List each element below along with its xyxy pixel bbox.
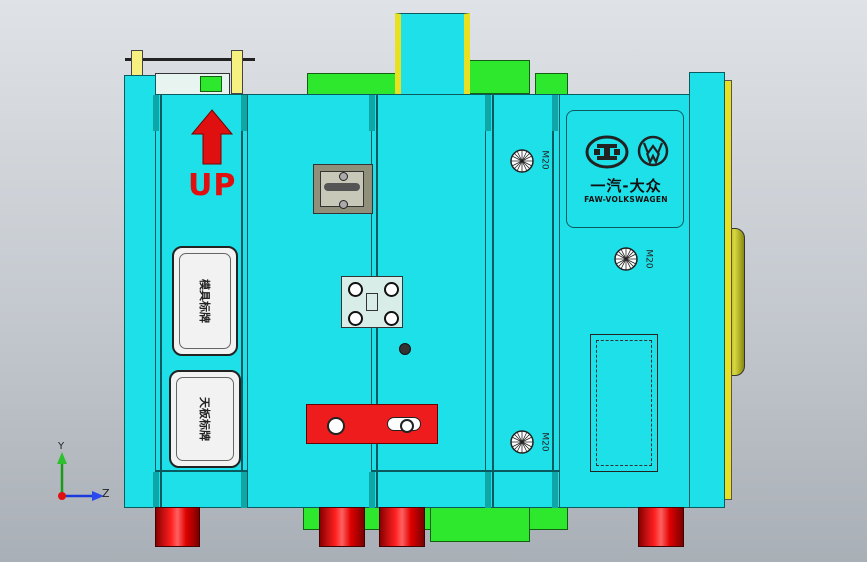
lifting-hole-icon [614, 247, 638, 271]
right-edge-strip [724, 80, 732, 500]
m20-label-b: M20 [643, 249, 654, 269]
interlock-block [341, 276, 403, 328]
guide-strip-1 [153, 95, 159, 131]
green-top-tab [535, 73, 568, 95]
lifting-hole-icon [510, 430, 534, 454]
sprue-block [395, 13, 470, 95]
faw-logo-icon [585, 135, 629, 169]
inner-line-1 [160, 94, 162, 508]
guide-strip-9 [485, 472, 491, 508]
ejector-cover-dashed [596, 340, 652, 466]
vw-logo-icon [637, 135, 669, 167]
grey-lock-block [313, 164, 373, 214]
screw-icon [399, 343, 411, 355]
clamp-plate-right [689, 72, 725, 508]
inner-hline-bottom [371, 470, 560, 472]
brand-plate: 一汽-大众 FAW-VOLKSWAGEN [566, 110, 684, 228]
guide-strip-10 [552, 472, 558, 508]
guide-strip-3 [369, 95, 375, 131]
axis-y-label: Y [58, 441, 65, 452]
cylinder-3 [379, 507, 425, 547]
mold-nameplate-text: 模具标牌 [198, 279, 211, 323]
axis-z-label: Z [102, 487, 110, 500]
m20-label-a: M20 [539, 150, 550, 170]
green-bottom-block-inner [430, 506, 530, 542]
inner-hline-top [155, 470, 248, 472]
top-rod [125, 58, 255, 61]
mold-nameplate: 模具标牌 [172, 246, 238, 356]
cylinder-2 [319, 507, 365, 547]
axis-triad-icon [57, 452, 104, 501]
inner-line-2 [241, 94, 243, 508]
lifting-hole-icon [510, 149, 534, 173]
grey-lock-slot [324, 183, 360, 191]
guide-strip-4 [485, 95, 491, 131]
guide-strip-2 [241, 95, 247, 131]
cylinder-1 [155, 507, 200, 547]
clamp-plate-left [124, 75, 156, 508]
top-nameplate: 天板标牌 [169, 370, 241, 468]
ejector-cover [590, 334, 658, 472]
mold-nameplate-border [179, 253, 231, 349]
screw-icon [339, 172, 348, 181]
up-label: UP [188, 168, 237, 203]
up-arrow-icon [190, 109, 234, 165]
guide-strip-6 [153, 472, 159, 508]
top-nameplate-border [176, 377, 234, 461]
screw-icon [348, 311, 363, 326]
screw-icon [339, 200, 348, 209]
inner-line-4 [492, 94, 494, 508]
top-bolt-right [231, 50, 243, 94]
ejector-housing [559, 94, 690, 508]
guide-strip-7 [241, 472, 247, 508]
screw-icon [327, 417, 345, 435]
screw-icon [348, 282, 363, 297]
interlock-center [366, 293, 378, 311]
inner-line-5 [552, 94, 554, 508]
top-nameplate-text: 天板标牌 [198, 397, 211, 441]
connector-head [200, 76, 222, 92]
screw-icon [384, 311, 399, 326]
guide-strip-8 [369, 472, 375, 508]
screw-icon [384, 282, 399, 297]
brand-en-text: FAW-VOLKSWAGEN [584, 195, 668, 204]
safety-strap [306, 404, 438, 444]
screw-icon [400, 419, 414, 433]
brand-cn-text: 一汽-大众 [590, 177, 662, 195]
cylinder-4 [638, 507, 684, 547]
m20-label-c: M20 [539, 432, 550, 452]
guide-strip-5 [552, 95, 558, 131]
